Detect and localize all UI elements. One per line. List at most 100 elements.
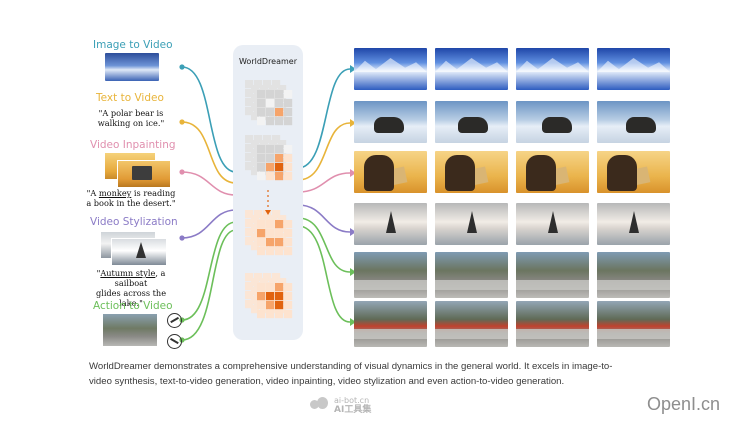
watermark-openi: OpenI.cn xyxy=(647,394,721,414)
token-cell xyxy=(260,140,269,149)
token-cell xyxy=(251,94,260,103)
token-cell xyxy=(257,310,266,319)
ellipsis-dot xyxy=(267,200,269,202)
steering-wheel-icon xyxy=(167,313,182,328)
output-frame xyxy=(354,252,427,298)
curve-text-out xyxy=(297,122,351,181)
token-cell xyxy=(284,163,293,172)
token-cell xyxy=(266,172,275,181)
token-cell xyxy=(263,135,272,144)
token-cell xyxy=(272,273,281,282)
token-cell xyxy=(245,107,254,116)
token-cell xyxy=(284,301,293,310)
token-cell xyxy=(257,90,266,99)
output-frame xyxy=(435,151,508,193)
token-cell xyxy=(245,228,254,237)
output-frame xyxy=(354,151,427,193)
prompt-video-inpainting: "A monkey is reading a book in the deser… xyxy=(86,188,176,208)
token-cell xyxy=(251,305,260,314)
token-cell xyxy=(284,117,293,126)
output-frame xyxy=(354,48,427,90)
token-cell xyxy=(257,99,266,108)
core-title: WorldDreamer xyxy=(238,57,298,66)
token-cell xyxy=(245,291,254,300)
token-cell xyxy=(254,273,263,282)
curve-action-out-2 xyxy=(297,225,351,323)
curve-action-in-2 xyxy=(181,229,237,341)
token-cell xyxy=(251,140,260,149)
token-cell xyxy=(263,80,272,89)
token-cell xyxy=(278,215,287,224)
token-cell xyxy=(251,167,260,176)
token-cell xyxy=(266,154,275,163)
token-cell xyxy=(275,117,284,126)
output-frame xyxy=(516,203,589,245)
token-cell xyxy=(245,300,254,309)
token-cell xyxy=(269,215,278,224)
ellipsis-dot xyxy=(267,190,269,192)
token-cell xyxy=(275,90,284,99)
token-cell xyxy=(278,140,287,149)
output-frame xyxy=(354,203,427,245)
token-cell xyxy=(284,154,293,163)
token-cell xyxy=(269,85,278,94)
token-cell xyxy=(257,229,266,238)
token-cell xyxy=(275,229,284,238)
token-cell xyxy=(284,238,293,247)
output-frame xyxy=(597,101,670,143)
output-frame xyxy=(435,203,508,245)
token-cell xyxy=(284,99,293,108)
token-cell xyxy=(266,229,275,238)
token-cell xyxy=(257,247,266,256)
token-cell xyxy=(245,80,254,89)
output-frame xyxy=(435,101,508,143)
token-cell xyxy=(278,85,287,94)
task-title-image-to-video: Image to Video xyxy=(93,39,173,51)
curve-image-in xyxy=(181,66,237,173)
output-frame xyxy=(597,252,670,298)
token-cell xyxy=(257,220,266,229)
token-cell xyxy=(284,310,293,319)
token-cell xyxy=(266,310,275,319)
token-cell xyxy=(257,154,266,163)
token-cell xyxy=(284,247,293,256)
token-cell xyxy=(245,135,254,144)
output-frame xyxy=(597,203,670,245)
task-title-action-to-video: Action to Video xyxy=(93,300,173,312)
token-cell xyxy=(266,99,275,108)
token-cell xyxy=(275,310,284,319)
token-cell xyxy=(284,108,293,117)
output-frame xyxy=(354,301,427,347)
token-cell xyxy=(251,242,260,251)
token-cell xyxy=(257,301,266,310)
output-frame xyxy=(597,301,670,347)
token-cell xyxy=(263,273,272,282)
token-cell xyxy=(284,292,293,301)
token-cell xyxy=(284,229,293,238)
token-grids xyxy=(245,80,293,319)
token-cell xyxy=(260,215,269,224)
token-cell xyxy=(266,220,275,229)
token-cell xyxy=(251,224,260,233)
watermark-ai-bot: ai-bot.cn AI工具集 xyxy=(310,397,371,415)
input-image-thumbnail xyxy=(105,53,159,81)
token-cell xyxy=(272,80,281,89)
token-cell xyxy=(275,154,284,163)
output-frame xyxy=(597,151,670,193)
token-cell xyxy=(260,278,269,287)
curve-text-in xyxy=(181,121,237,184)
task-title-video-stylization: Video Stylization xyxy=(90,216,178,228)
task-title-video-inpainting: Video Inpainting xyxy=(90,139,176,151)
token-cell xyxy=(266,108,275,117)
token-cell xyxy=(272,210,281,219)
token-cell xyxy=(275,220,284,229)
token-cell xyxy=(257,292,266,301)
token-cell xyxy=(266,90,275,99)
token-cell xyxy=(275,145,284,154)
token-cell xyxy=(278,278,287,287)
token-cell xyxy=(260,85,269,94)
token-cell xyxy=(251,278,260,287)
token-cell xyxy=(251,233,260,242)
token-cell xyxy=(245,153,254,162)
token-cell xyxy=(266,247,275,256)
